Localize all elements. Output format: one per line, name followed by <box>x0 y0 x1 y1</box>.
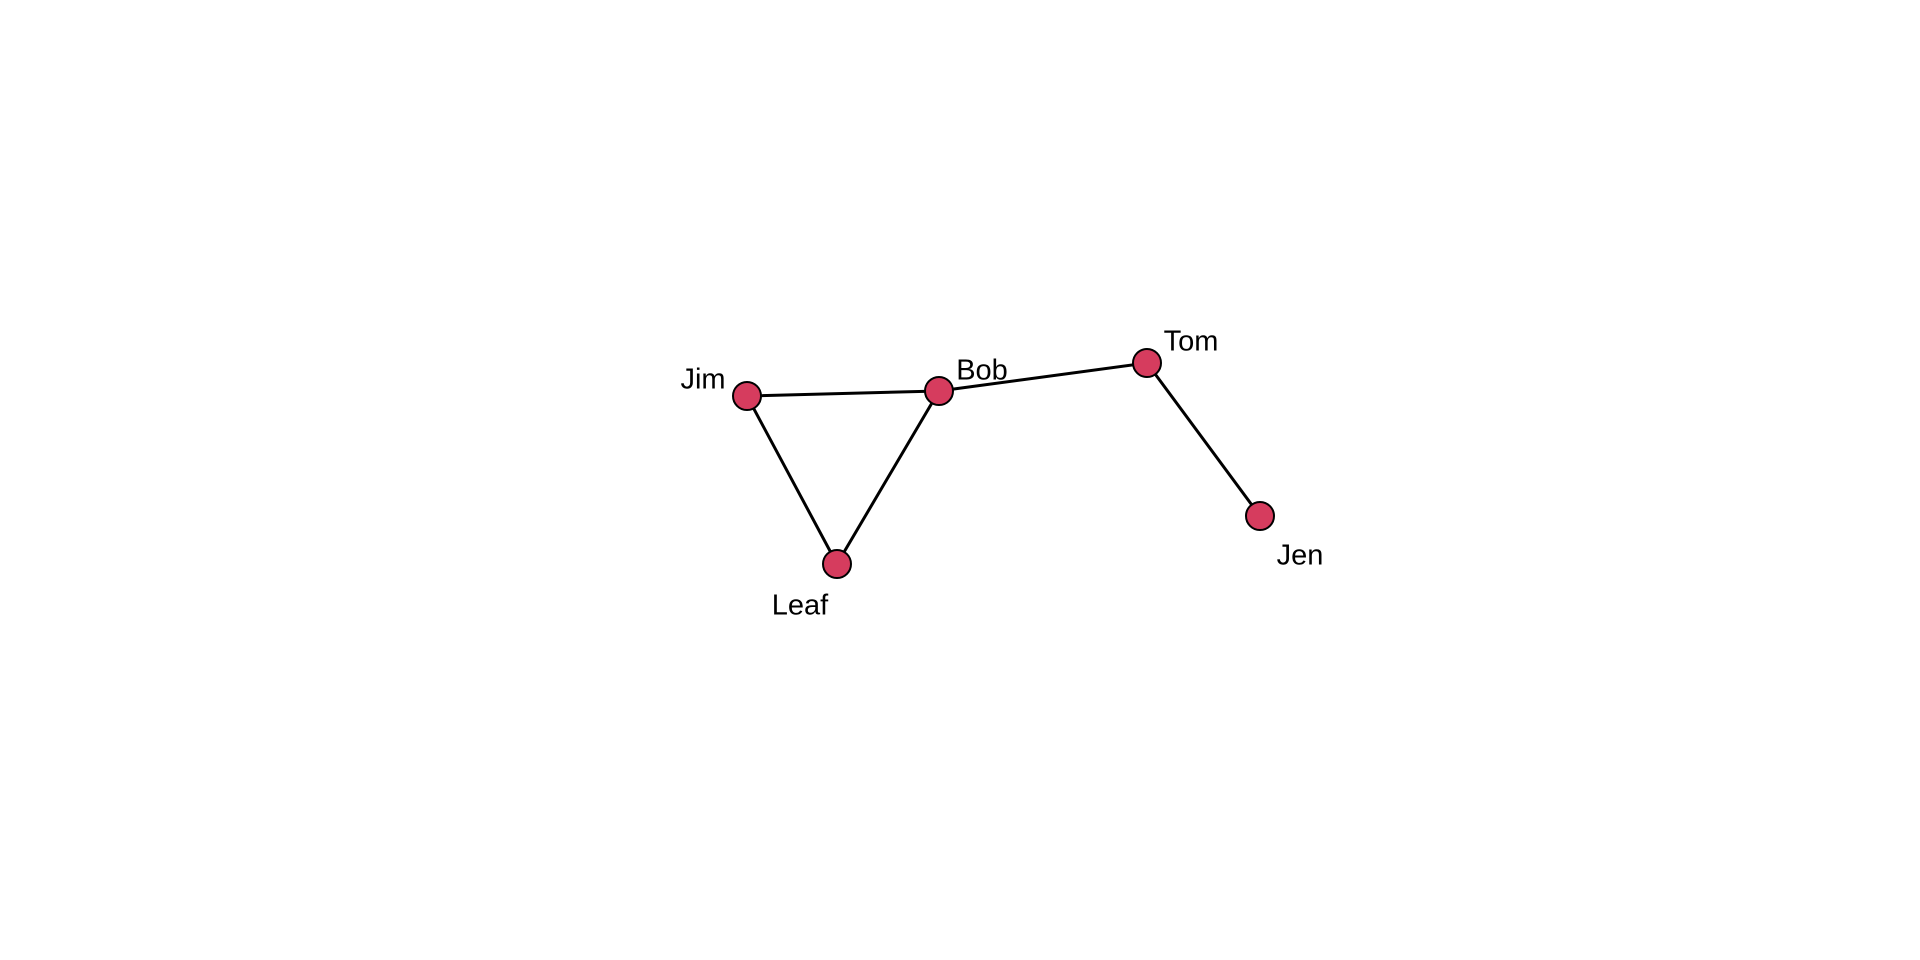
node-jen <box>1245 501 1275 531</box>
node-label-leaf: Leaf <box>772 590 829 622</box>
edge-tom-jen <box>1145 361 1262 518</box>
node-label-tom: Tom <box>1164 326 1219 358</box>
edges-layer <box>745 361 1262 566</box>
node-label-jen: Jen <box>1277 540 1324 572</box>
node-bob <box>924 376 954 406</box>
node-jim <box>732 381 762 411</box>
node-tom <box>1132 348 1162 378</box>
node-label-bob: Bob <box>956 355 1008 387</box>
edge-bob-leaf <box>835 389 941 566</box>
edge-bob-tom <box>937 361 1149 393</box>
node-label-jim: Jim <box>680 364 725 396</box>
node-leaf <box>822 549 852 579</box>
edge-jim-leaf <box>745 394 839 566</box>
nodes-layer <box>732 348 1275 579</box>
edge-jim-bob <box>745 389 941 398</box>
